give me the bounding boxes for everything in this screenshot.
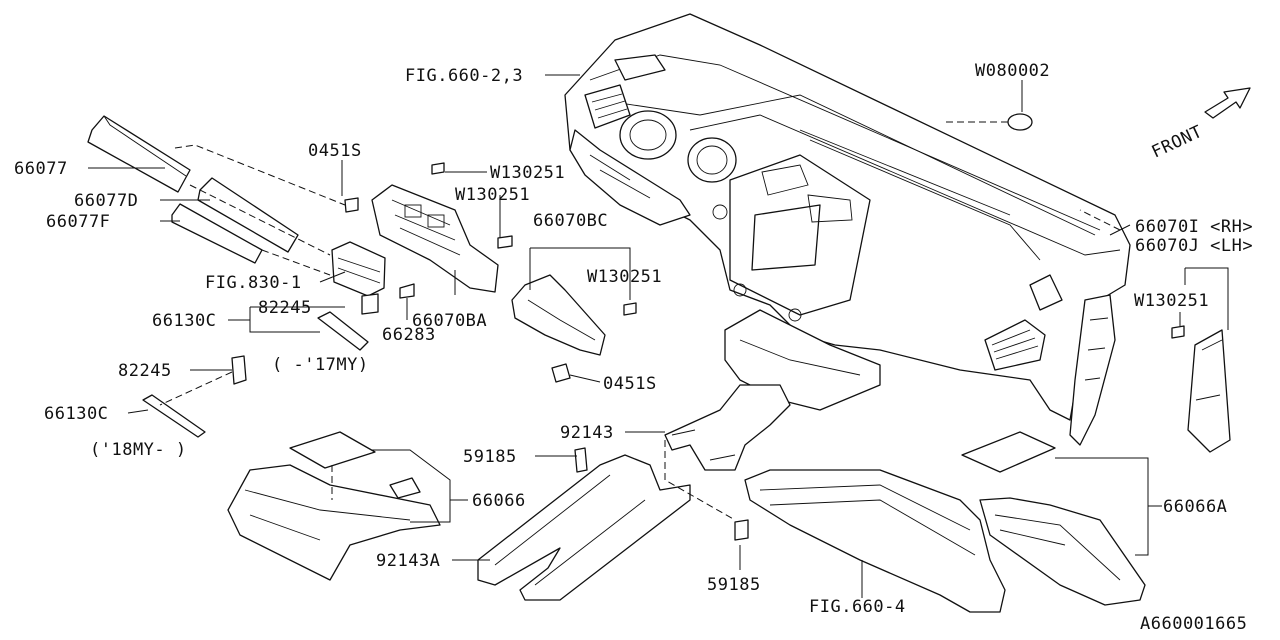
label-66066a: 66066A [1163, 497, 1227, 517]
label-w130251-d: W130251 [1134, 291, 1209, 311]
label-66283: 66283 [382, 325, 436, 345]
label-66070bc: 66070BC [533, 211, 608, 231]
label-w080002: W080002 [975, 61, 1050, 81]
label-92143a: 92143A [376, 551, 440, 571]
label-66077: 66077 [14, 159, 68, 179]
dash-line [159, 371, 233, 406]
duct-92143a-drawing [477, 447, 691, 601]
label-66077d: 66077D [74, 191, 138, 211]
instrument-panel-drawing [564, 13, 1131, 446]
label-66077f: 66077F [46, 212, 110, 232]
clip-w130251-drawing [431, 162, 445, 175]
duct-92143-drawing [664, 384, 791, 541]
label-66070ba: 66070BA [412, 311, 487, 331]
label-w130251-a: W130251 [490, 163, 565, 183]
label-59185-b: 59185 [707, 575, 761, 595]
side-panel-66070ij-drawing [1171, 325, 1231, 453]
label-92143: 92143 [560, 423, 614, 443]
label-59185-a: 59185 [463, 447, 517, 467]
screw-0451s-drawing [344, 197, 359, 213]
label-66070i-rh: 66070I <RH> [1135, 217, 1253, 237]
rod-66130c-drawing [317, 311, 369, 351]
pad-82245-drawing [361, 293, 379, 315]
dash-line [189, 184, 331, 256]
trim-66077d-drawing [197, 177, 299, 253]
trim-66077-drawing [87, 115, 191, 193]
dash-line [664, 440, 736, 521]
dash-line [174, 144, 346, 206]
leader-lines [88, 74, 1229, 598]
console-panel-66070ba-drawing [371, 184, 499, 293]
label-my17: ( -'17MY) [272, 355, 369, 375]
w080002-clip-drawing [1007, 113, 1033, 131]
front-arrow-icon [1204, 87, 1251, 119]
pad-82245b-drawing [231, 355, 247, 385]
label-my18: ('18MY- ) [90, 440, 187, 460]
label-fig830-1: FIG.830-1 [205, 273, 302, 293]
switch-fig830-drawing [331, 241, 386, 297]
label-front: FRONT [1149, 122, 1206, 163]
panel-66070bc-drawing [511, 274, 637, 383]
duct-66066a-drawing [961, 431, 1146, 606]
label-fig660-4: FIG.660-4 [809, 597, 906, 617]
label-66130c-a: 66130C [152, 311, 216, 331]
label-w130251-b: W130251 [455, 185, 530, 205]
dash-line [1079, 209, 1121, 231]
label-fig660-2-3: FIG.660-2,3 [405, 66, 523, 86]
dash-line [261, 249, 331, 276]
brace-fig660-4-drawing [744, 469, 1006, 613]
clip-66283-drawing [399, 283, 415, 299]
rod-66130cb-drawing [142, 394, 206, 438]
duct-66066-drawing [227, 431, 441, 581]
label-66066: 66066 [472, 491, 526, 511]
label-82245-a: 82245 [258, 298, 312, 318]
label-66070j-lh: 66070J <LH> [1135, 236, 1253, 256]
clip-w130251-drawing [497, 235, 513, 249]
label-w130251-c: W130251 [587, 267, 662, 287]
label-0451s-top: 0451S [308, 141, 362, 161]
label-66130c-b: 66130C [44, 404, 108, 424]
diagram-code: A660001665 [1140, 614, 1247, 634]
label-82245-b: 82245 [118, 361, 172, 381]
label-0451s-bot: 0451S [603, 374, 657, 394]
